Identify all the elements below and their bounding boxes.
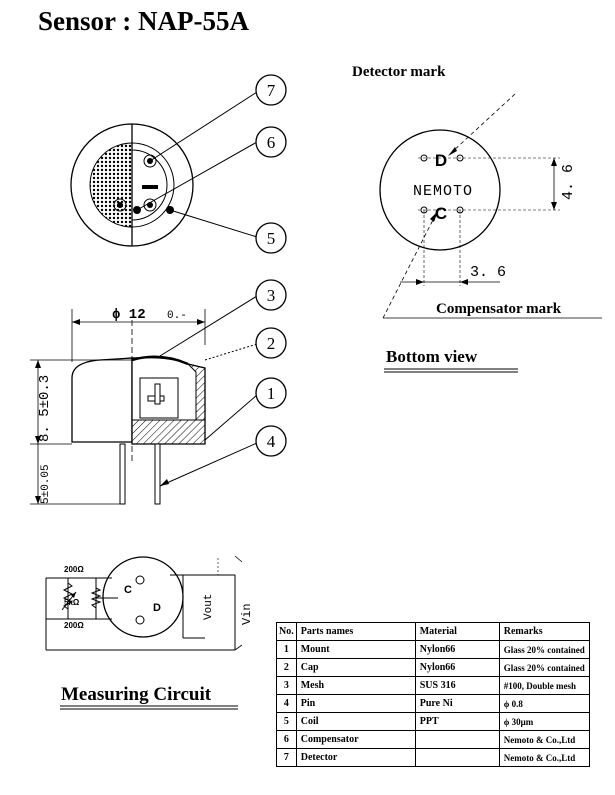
cell-part-name: Coil [295, 712, 416, 731]
cell-material: PPT [414, 712, 500, 731]
circuit-d-label: D [153, 602, 161, 614]
cell-no: 3 [276, 676, 297, 695]
bottom-view-circle [379, 129, 501, 251]
dim-height: 8. 5±0.3 [37, 375, 53, 442]
callout-2 [255, 327, 287, 359]
callout-4 [255, 425, 287, 457]
leader-4 [159, 442, 258, 487]
circuit-vout: Vout [203, 594, 215, 620]
bottom-view-caption: Bottom view [386, 347, 478, 366]
circuit-r2: 5kΩ [64, 598, 80, 607]
cell-remarks: ϕ 30μm [498, 712, 590, 731]
cell-material: Pure Ni [414, 694, 500, 713]
circuit-vin: Vin [240, 603, 254, 625]
callout-5-label: 5 [267, 229, 276, 248]
cell-material [414, 730, 500, 749]
callout-4-label: 4 [267, 432, 276, 451]
page-title: Sensor : NAP-55A [38, 6, 249, 36]
detector-mark-label: Detector mark [352, 64, 446, 80]
top-view-mesh-half [89, 142, 133, 228]
dim-horizontal: 3. 6 [470, 264, 506, 281]
compensator-mark-label: Compensator mark [436, 301, 562, 317]
cell-no: 7 [276, 748, 297, 767]
measuring-circuit: C D 200Ω 5kΩ 200Ω Vout Vin Measuring Cir… [45, 555, 254, 710]
top-view: 7 6 5 [70, 74, 287, 254]
cell-part-name: Detector [295, 748, 416, 767]
cell-remarks: Nemoto & Co.,Ltd [498, 730, 590, 749]
cell-part-name: Cap [295, 658, 416, 677]
cell-material: SUS 316 [414, 676, 500, 695]
callout-5 [255, 222, 287, 254]
callout-1 [255, 377, 287, 409]
header-parts-names: Parts names [295, 622, 416, 641]
cell-part-name: Mount [295, 640, 416, 659]
dim-diameter-tol: 0.- [167, 310, 187, 322]
callout-7-label: 7 [267, 81, 276, 100]
cell-remarks: Nemoto & Co.,Ltd [498, 748, 590, 767]
bottom-d-label: D [435, 151, 447, 170]
leader-5 [169, 209, 258, 238]
mount-hatch [131, 419, 206, 445]
cell-remarks: Glass 20% contained [498, 658, 590, 677]
cell-no: 1 [276, 640, 297, 659]
circuit-r3: 200Ω [64, 621, 84, 630]
callout-3 [255, 279, 287, 311]
cell-part-name: Compensator [295, 730, 416, 749]
callout-7 [255, 74, 287, 106]
cell-no: 6 [276, 730, 297, 749]
cell-remarks: ϕ 0.8 [498, 694, 590, 713]
table-header-row: No. Parts names Material Remarks [276, 622, 590, 641]
cell-remarks: Glass 20% contained [498, 640, 590, 659]
cell-remarks: #100, Double mesh [498, 676, 590, 695]
header-remarks: Remarks [498, 622, 590, 641]
dim-diameter: ϕ 12 [112, 307, 146, 323]
dim-vertical: 4. 6 [560, 164, 577, 200]
circuit-c-label: C [124, 584, 132, 596]
bottom-c-label: C [435, 204, 447, 223]
header-no: No. [276, 622, 297, 641]
bottom-view: Detector mark D C NEMOTO 4. 6 3. 6 Compe… [352, 64, 602, 373]
callout-6-label: 6 [267, 133, 276, 152]
header-material: Material [414, 622, 500, 641]
leader-2 [204, 343, 258, 361]
cell-material: Nylon66 [414, 640, 500, 659]
callout-6 [255, 126, 287, 158]
dim-pin: 5±0.05 [40, 464, 52, 504]
cell-no: 2 [276, 658, 297, 677]
side-view: ϕ 12 0.- 8. 5±0.3 5±0.05 [30, 279, 287, 505]
cell-no: 4 [276, 694, 297, 713]
leader-3 [159, 295, 258, 357]
cell-part-name: Mesh [295, 676, 416, 695]
leader-6 [136, 141, 258, 211]
callout-1-label: 1 [267, 384, 276, 403]
leader-7 [149, 91, 258, 162]
cell-no: 5 [276, 712, 297, 731]
leader-1 [204, 394, 258, 441]
circuit-caption: Measuring Circuit [61, 684, 212, 705]
cell-material [414, 748, 500, 767]
circuit-r1: 200Ω [64, 565, 84, 574]
callout-3-label: 3 [267, 286, 276, 305]
bottom-brand: NEMOTO [413, 183, 473, 200]
cell-part-name: Pin [295, 694, 416, 713]
cell-material: Nylon66 [414, 658, 500, 677]
callout-2-label: 2 [267, 334, 276, 353]
